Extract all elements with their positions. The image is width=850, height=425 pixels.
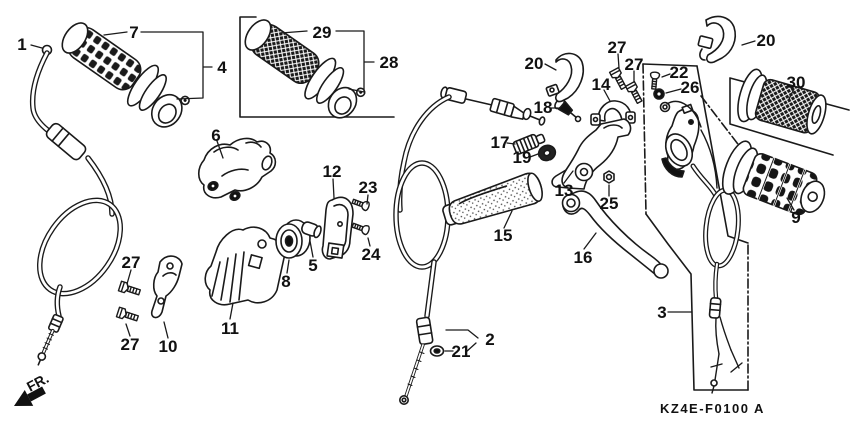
callout-part-18: 18 bbox=[534, 98, 553, 117]
callout-part-6: 6 bbox=[211, 126, 220, 145]
callout-part-1: 1 bbox=[17, 35, 26, 54]
callout-part-16: 16 bbox=[574, 248, 593, 267]
leader-lines bbox=[30, 30, 795, 353]
switch-screw-22 bbox=[648, 71, 661, 91]
callout-part-10: 10 bbox=[159, 337, 178, 356]
band-clamp-right bbox=[697, 15, 737, 64]
callout-part-19: 19 bbox=[513, 148, 532, 167]
clutch-cable-panel-frame bbox=[642, 63, 765, 391]
callout-part-30: 30 bbox=[787, 73, 806, 92]
callout-part-20-left: 20 bbox=[525, 54, 544, 73]
cable-adjuster-17 bbox=[512, 133, 546, 155]
clamp-bolt-b bbox=[115, 306, 140, 324]
callout-part-27b: 27 bbox=[121, 335, 140, 354]
diagram-code: KZ4E-F0100 A bbox=[660, 401, 765, 416]
callout-part-5: 5 bbox=[308, 256, 317, 275]
clutch-cable-lower bbox=[690, 129, 743, 394]
clutch-cable bbox=[393, 86, 546, 405]
throttle-grip-boxed bbox=[244, 19, 366, 119]
clamp-bolt-a bbox=[117, 280, 142, 298]
callout-part-15: 15 bbox=[494, 226, 513, 245]
handlebar-grip-9 bbox=[721, 140, 826, 216]
switch-wire bbox=[666, 100, 702, 128]
kill-switch bbox=[661, 103, 700, 178]
callout-part-27d: 27 bbox=[625, 55, 644, 74]
fr-direction-arrow bbox=[13, 386, 46, 406]
callout-part-22: 22 bbox=[670, 63, 689, 82]
callout-part-4: 4 bbox=[217, 58, 227, 77]
callout-part-24: 24 bbox=[362, 245, 381, 264]
handlebar-grip-30 bbox=[737, 68, 827, 135]
clutch-lever-bracket-13 bbox=[551, 118, 632, 190]
part-callouts: 1 7 4 29 28 6 12 23 24 5 8 11 10 27 27 2… bbox=[17, 23, 805, 361]
callout-part-27c: 27 bbox=[608, 38, 627, 57]
callout-part-14: 14 bbox=[592, 75, 611, 94]
throttle-cable bbox=[29, 44, 124, 366]
callout-part-7: 7 bbox=[129, 23, 138, 42]
throttle-pulley-cover bbox=[321, 196, 354, 260]
lever-boot bbox=[442, 172, 543, 226]
callout-part-13: 13 bbox=[555, 181, 574, 200]
pivot-nut-25 bbox=[603, 170, 615, 184]
band-clamp-left bbox=[545, 52, 584, 103]
callout-part-27a: 27 bbox=[122, 253, 141, 272]
cover-screw-24 bbox=[350, 220, 371, 236]
wire-terminal-26 bbox=[653, 88, 671, 113]
callout-part-21: 21 bbox=[452, 342, 471, 361]
throttle-pulley-pin bbox=[301, 221, 322, 239]
cable-grommet-19 bbox=[537, 144, 557, 163]
handlebar-clamp-half bbox=[150, 255, 183, 319]
fr-marker-label: FR. bbox=[24, 370, 51, 395]
throttle-housing-lower bbox=[204, 226, 286, 306]
callout-part-29: 29 bbox=[313, 23, 332, 42]
callout-part-9: 9 bbox=[791, 208, 800, 227]
callout-part-11: 11 bbox=[221, 319, 239, 338]
callout-part-20-right: 20 bbox=[757, 31, 776, 50]
throttle-housing-upper bbox=[197, 137, 277, 201]
clutch-lever bbox=[561, 190, 669, 279]
perch-bolt-b bbox=[624, 80, 645, 106]
callout-part-28: 28 bbox=[380, 53, 399, 72]
callout-part-26: 26 bbox=[681, 78, 700, 97]
callout-part-8: 8 bbox=[281, 272, 290, 291]
callout-part-23: 23 bbox=[359, 178, 378, 197]
callout-part-12: 12 bbox=[323, 162, 342, 181]
lever-bracket-clamp-14 bbox=[590, 100, 636, 126]
callout-part-2: 2 bbox=[485, 330, 494, 349]
callout-part-3: 3 bbox=[657, 303, 666, 322]
throttle-grip-left bbox=[61, 22, 190, 128]
callout-part-25: 25 bbox=[600, 194, 619, 213]
callout-part-17: 17 bbox=[491, 133, 510, 152]
cable-washer-21 bbox=[429, 345, 445, 357]
